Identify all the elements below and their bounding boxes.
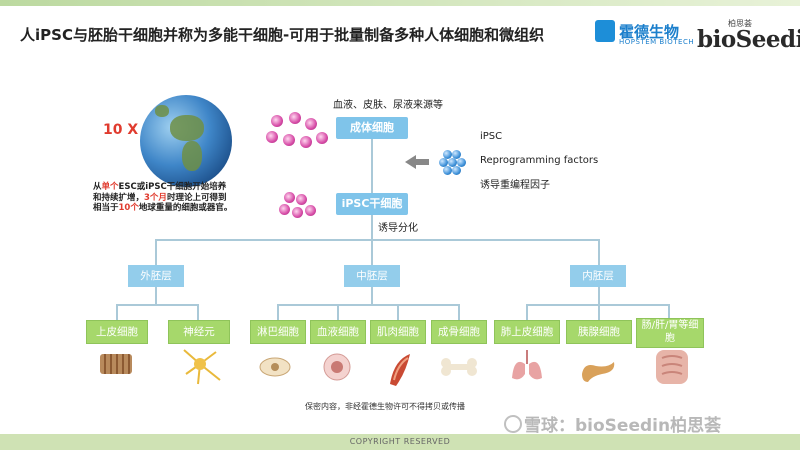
ipsc-info-line: 诱导重编程因子 [480,180,550,191]
germ-layer-mesoderm: 中胚层 [344,265,400,287]
esc-description: 从单个ESC或iPSC干细胞开始培养和持续扩增，3个月时理论上可得到相当于10个… [93,182,233,213]
ipsc-info-line: iPSC [480,131,503,142]
cell-neuron: 神经元 [168,320,230,344]
factor-sphere-icon [452,166,461,175]
connector [277,304,279,320]
lung-icon [512,350,542,380]
ipsc-cell-icon [296,194,307,205]
adult-cell-icon [266,131,278,143]
confidential-notice: 保密内容，非经霍德生物许可不得拷贝或传播 [305,402,465,411]
induce-label: 诱导分化 [378,223,418,234]
arrow-bar [415,159,429,165]
ipsc-cell-icon [279,204,290,215]
germ-layer-endoderm: 内胚层 [570,265,626,287]
cell-blood: 血液细胞 [310,320,366,344]
intestine-icon [656,350,688,384]
neuron-icon [183,349,221,385]
xueqiu-logo-icon [504,415,522,433]
connector [116,304,118,320]
sources-label: 血液、皮肤、尿液来源等 [333,100,443,111]
factor-sphere-icon [448,158,457,167]
connector [197,304,199,320]
epithelial-tissue-icon [100,354,132,374]
adult-cell-icon [305,118,317,130]
muscle-cell-icon [390,354,410,386]
hopstem-logo-text: 霍德生物 [619,23,680,41]
hopstem-logo-icon [595,20,615,42]
connector [598,287,600,305]
cell-muscle: 肌肉细胞 [370,320,426,344]
ipsc-info-line: Reprogramming factors [480,155,599,166]
top-accent-bar [0,0,800,6]
factor-sphere-icon [443,166,452,175]
connector [397,304,399,320]
watermark: 雪球：bioSeedin柏思荟 [524,416,722,436]
cell-intestine-liver-stomach: 肠/肝/胃等细胞 [636,318,704,348]
connector [526,304,528,320]
connector [458,304,460,320]
pancreas-icon [582,362,615,382]
connector [371,139,373,193]
adult-cell-icon [316,132,328,144]
ipsc-stem-cell-node: iPSC干细胞 [336,193,408,215]
connector [598,304,600,320]
connector [337,304,339,320]
cell-epithelial: 上皮细胞 [86,320,148,344]
connector [155,239,157,265]
copyright-bar: COPYRIGHT RESERVED [0,434,800,450]
connector [598,239,600,265]
arrow-left-icon [405,155,416,169]
connector [155,239,600,241]
factor-sphere-icon [439,158,448,167]
ipsc-cell-icon [284,192,295,203]
germ-layer-ectoderm: 外胚层 [128,265,184,287]
connector [371,215,373,240]
factor-sphere-icon [457,158,466,167]
cell-osteoblast: 成骨细胞 [431,320,487,344]
bone-icon [441,358,477,376]
cell-lymphocyte: 淋巴细胞 [250,320,306,344]
blood-cell-icon [323,353,351,381]
copyright-text: COPYRIGHT RESERVED [349,437,451,446]
factor-sphere-icon [452,150,461,159]
cell-pancreatic: 胰腺细胞 [566,320,632,344]
connector [371,239,373,265]
bioseedin-logo: bioSeedin [697,26,800,53]
factor-sphere-icon [443,150,452,159]
earth-multiplier: 10 X [103,122,139,138]
earth-image [140,95,232,187]
adult-cell-node: 成体细胞 [336,117,408,139]
connector [116,304,199,306]
adult-cell-icon [289,112,301,124]
hopstem-logo-en: HOPSTEM BIOTECH [619,38,695,46]
ipsc-cell-icon [305,205,316,216]
ipsc-cell-icon [292,207,303,218]
adult-cell-icon [300,136,312,148]
connector [277,304,460,306]
connector [371,287,373,305]
connector [155,287,157,305]
bioseedin-logo-cn: 柏思荟 [728,19,752,28]
adult-cell-icon [283,134,295,146]
page-title: 人iPSC与胚胎干细胞并称为多能干细胞-可用于批量制备多种人体细胞和微组织 [20,26,545,44]
connector [668,304,670,320]
lymphocyte-icon [259,357,291,377]
adult-cell-icon [271,115,283,127]
cell-lung-epithelial: 肺上皮细胞 [494,320,560,344]
